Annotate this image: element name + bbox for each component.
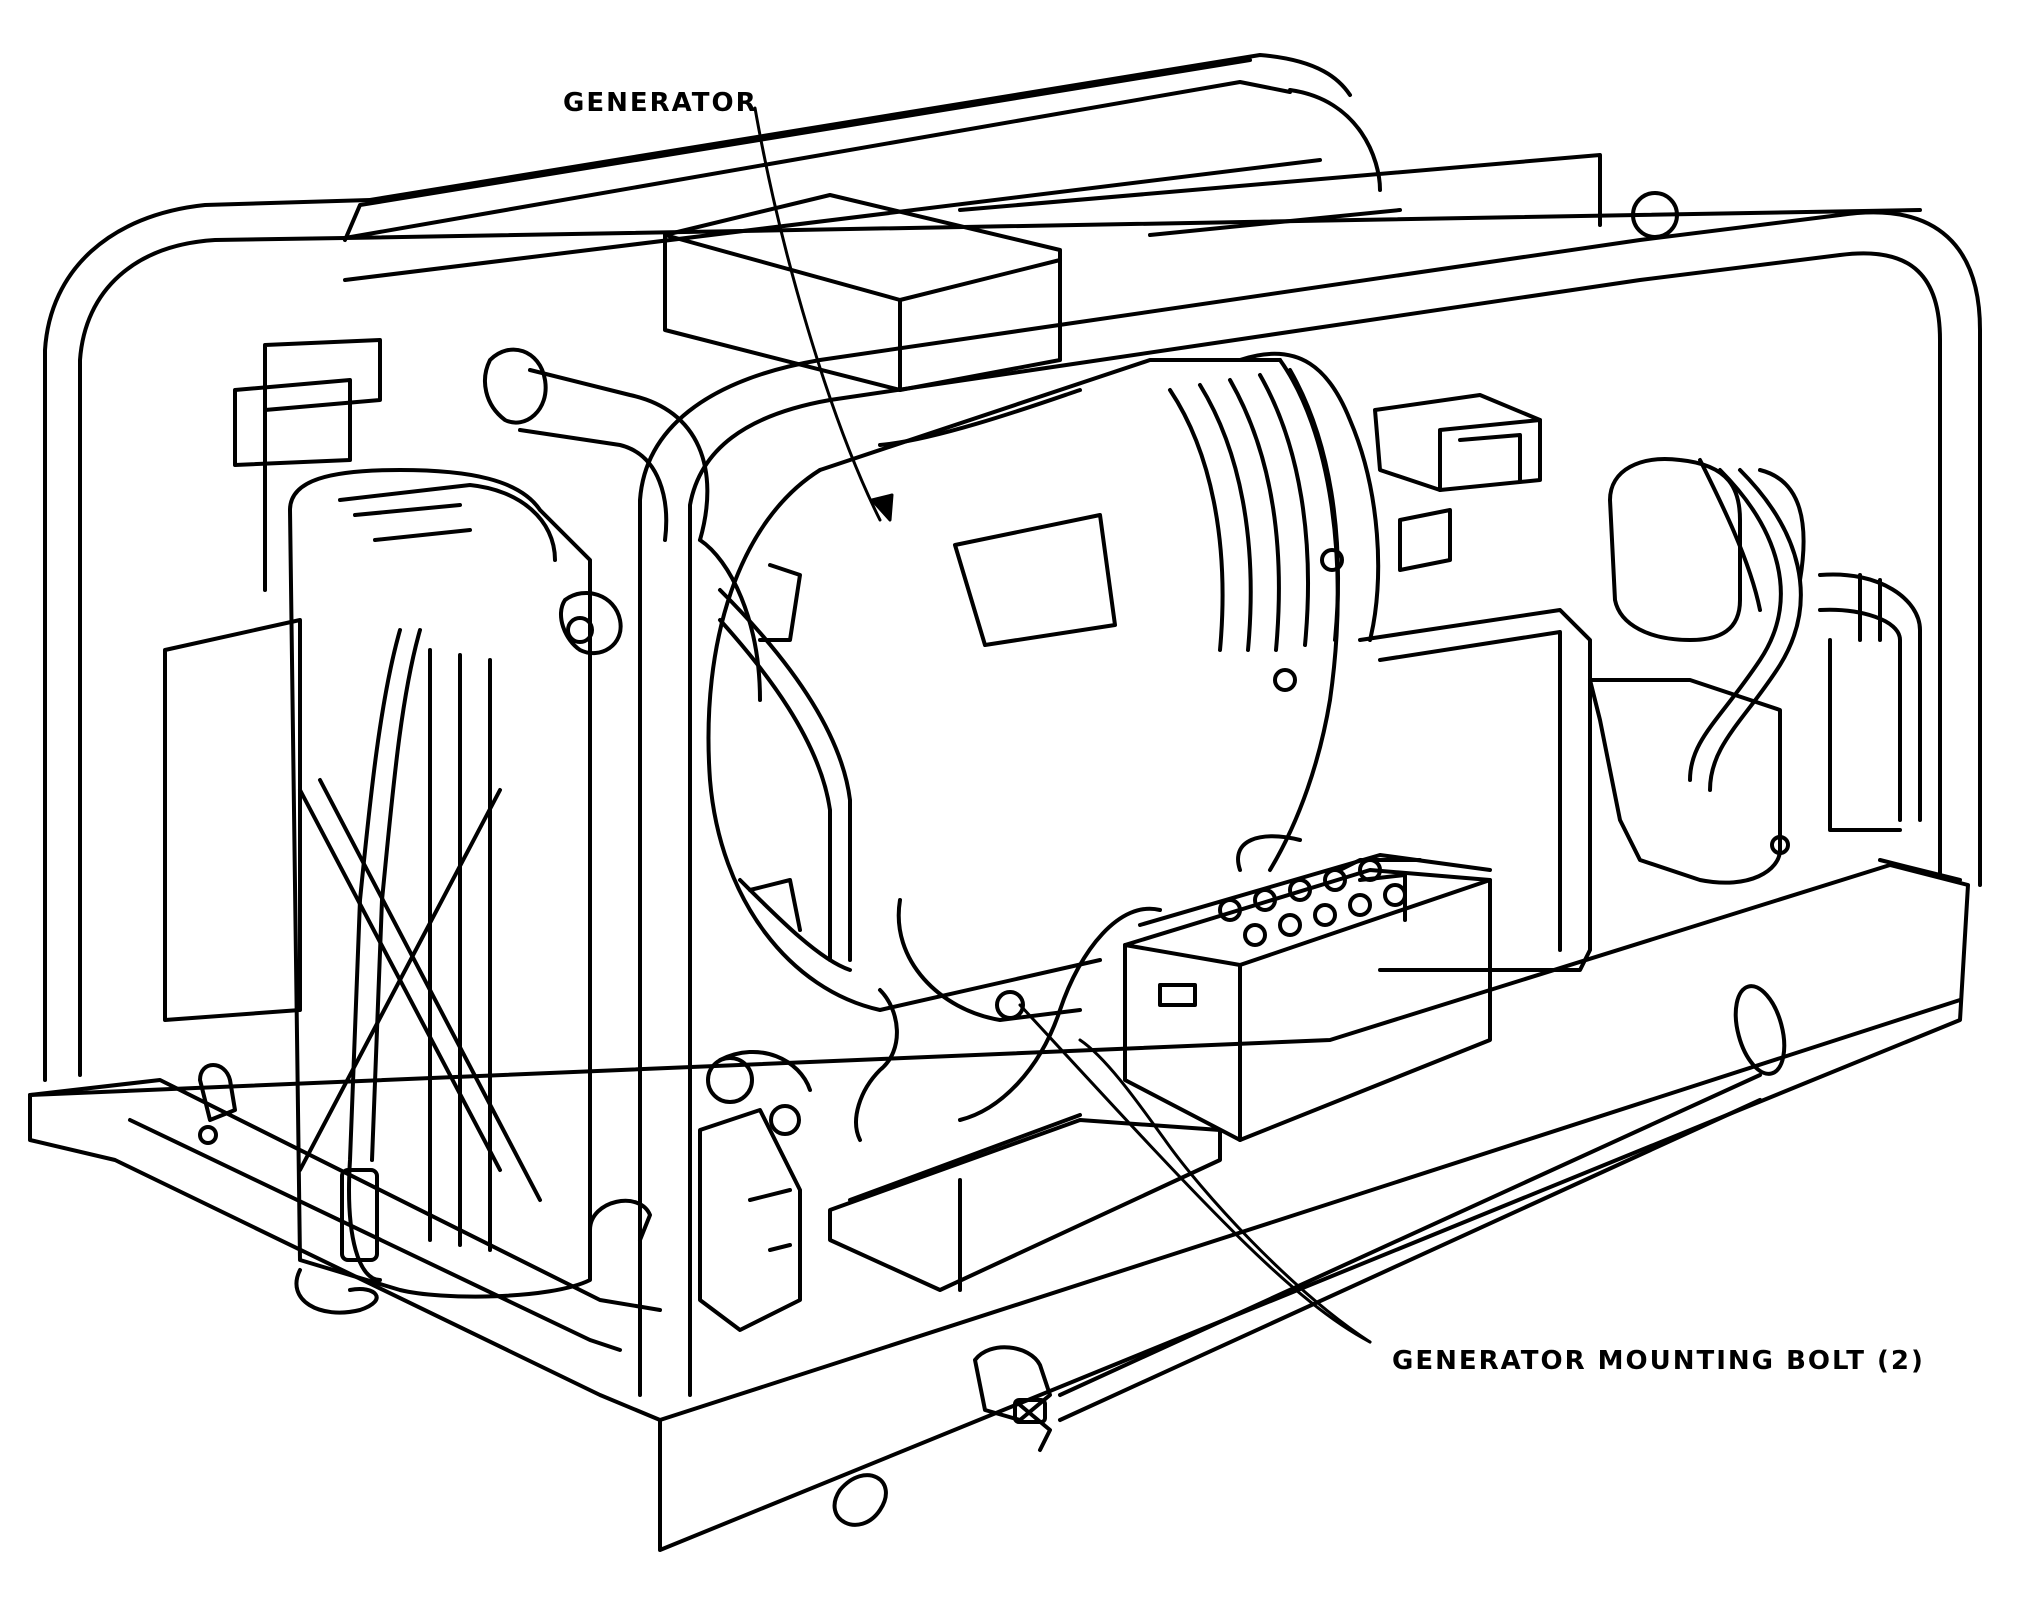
- lower-fittings: [200, 1065, 1050, 1450]
- battery: [960, 836, 1490, 1140]
- skid-base: [30, 860, 1968, 1550]
- engine: [700, 540, 897, 1140]
- fuel-tank: [290, 470, 621, 1297]
- leader-generator: [755, 108, 880, 520]
- mounting-bolt-label: GENERATOR MOUNTING BOLT (2): [1392, 1346, 1925, 1376]
- intake-pipe: [485, 350, 707, 540]
- battery-tray: [830, 1115, 1220, 1290]
- leader-generator-arrow: [872, 495, 892, 520]
- leader-lines: [755, 108, 1370, 1342]
- control-panel-right: [1375, 395, 1540, 570]
- leader-bolt-1: [1020, 1005, 1370, 1342]
- generator-label: GENERATOR: [563, 88, 758, 118]
- generator-body: [708, 354, 1378, 1020]
- roll-cage: [45, 55, 1980, 1395]
- right-assembly: [1360, 459, 1920, 970]
- control-box: [165, 340, 380, 1020]
- top-panels: [665, 155, 1677, 390]
- leader-bolt-2: [1080, 1040, 1370, 1342]
